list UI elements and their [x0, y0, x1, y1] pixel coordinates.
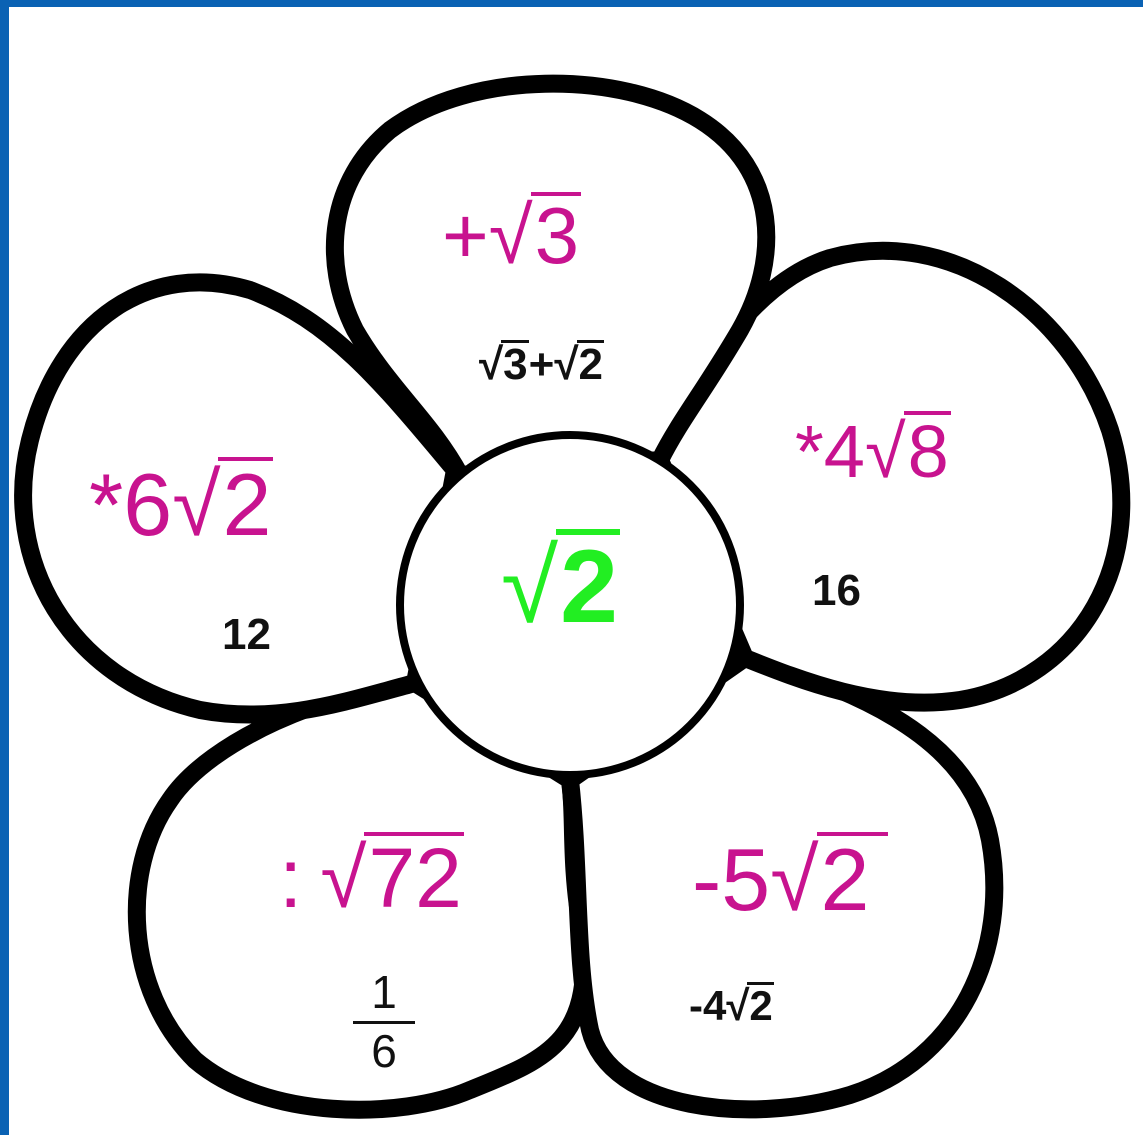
center-radicand: 2 [556, 529, 620, 639]
petal-top [325, 74, 776, 484]
petal-bottom-right-op-radicand: 2 [816, 832, 888, 924]
petal-left [14, 273, 464, 724]
petal-right-result: 16 [812, 566, 861, 615]
petal-right-op-radicand: 8 [903, 411, 951, 489]
petal-top-op-radicand: 3 [530, 192, 582, 276]
petal-left-operation: *6 √2 [89, 455, 274, 554]
petal-left-op-sign: *6 [89, 455, 173, 554]
petal-bottom-right-op-sign: -5 [692, 830, 771, 929]
petal-top-op-root: √ [488, 191, 533, 280]
flower-center [396, 431, 744, 779]
petal-left-result: 12 [222, 610, 271, 659]
petal-top-operation: + √3 [442, 191, 582, 280]
petal-bottom-left-op-sign: : [279, 831, 303, 925]
petal-bottom-left-op-radicand: 72 [364, 832, 464, 920]
petal-bottom-right-res-root: √ [726, 982, 750, 1029]
petal-right-op-root: √ [864, 410, 906, 493]
petal-right [651, 241, 1131, 712]
petal-bottom-left-result: 1 6 [353, 969, 415, 1074]
petal-right-operation: *4 √8 [795, 411, 951, 489]
center-value: √2 [501, 529, 620, 639]
petal-top-res-radicand-1: 3 [501, 340, 529, 389]
petal-top-result: √3 + √2 [479, 340, 604, 387]
petal-bottom-left-res-denominator: 6 [371, 1025, 397, 1077]
petal-left-op-root: √ [172, 455, 221, 554]
petal-bottom-left-op-root: √ [320, 831, 367, 925]
petal-top-res-plus: + [528, 340, 555, 389]
petal-top-res-root-1: √ [479, 340, 504, 389]
petal-top-res-root-2: √ [554, 340, 579, 389]
petal-bottom-right [561, 649, 1004, 1119]
petal-right-op-sign: *4 [795, 410, 865, 493]
center-root-symbol: √ [501, 529, 559, 645]
flower-outline [14, 74, 1131, 1119]
petal-bottom-right-result: -4 √2 [689, 982, 774, 1027]
petal-bottom-right-op-root: √ [770, 830, 819, 929]
petal-top-res-radicand-2: 2 [576, 340, 604, 389]
petal-bottom-left-res-numerator: 1 [371, 966, 397, 1018]
petal-top-op-sign: + [442, 191, 489, 280]
petal-left-op-radicand: 2 [218, 457, 274, 549]
petal-bottom-right-operation: -5 √2 [692, 832, 888, 924]
petal-bottom-right-res-radicand: 2 [747, 982, 774, 1029]
petal-bottom-left-operation: : √72 [279, 832, 464, 920]
fraction-bar [353, 1021, 415, 1024]
petal-bottom-right-res-sign: -4 [689, 982, 727, 1029]
